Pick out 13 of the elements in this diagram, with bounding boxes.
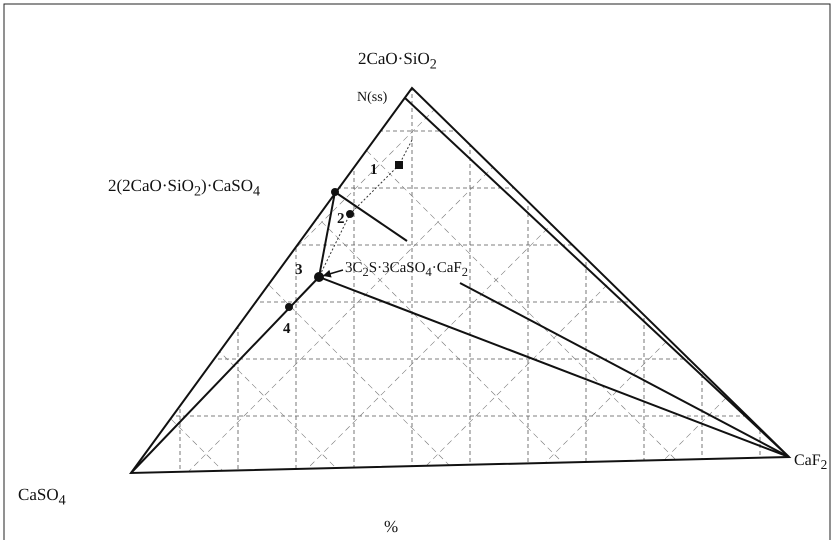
phase-label: N(ss): [357, 91, 388, 105]
point-number: 2: [337, 212, 344, 227]
vertex-label: CaF$_{2}$: [794, 453, 828, 472]
vertex-label: 2CaO·SiO$_{2}$: [358, 50, 437, 72]
point-number: 3: [295, 263, 302, 278]
compound-label: 3C$_{2}$S·3CaSO$_{4}$·CaF$_{2}$: [345, 261, 468, 278]
point-number: 1: [370, 163, 378, 178]
axis-label: %: [384, 518, 398, 535]
point-number: 4: [283, 322, 290, 337]
compound-label: 2(2CaO·SiO$_{2}$)·CaSO$_{4}$: [108, 177, 260, 199]
vertex-label: CaSO$_{4}$: [18, 486, 66, 508]
leader-arrow: [322, 269, 344, 278]
invariant-point: [314, 272, 324, 282]
